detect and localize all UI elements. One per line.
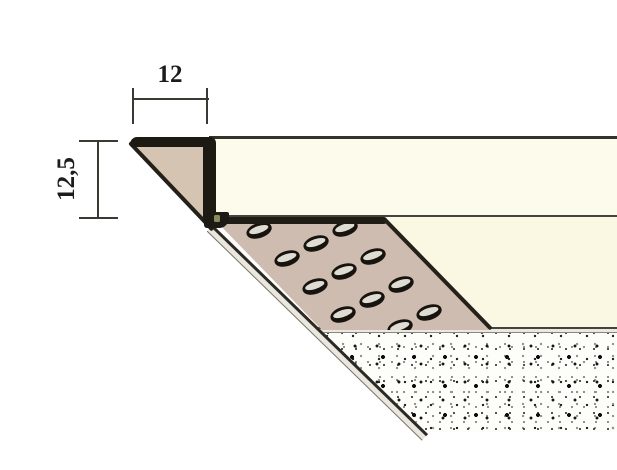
height-dimension-tick-bottom: [79, 217, 118, 219]
perforation-highlight: [248, 222, 269, 236]
width-dimension-label: 12: [157, 61, 183, 88]
board-divider-line: [212, 215, 617, 218]
lower-board-bottom-gap: [318, 329, 617, 332]
perforation-hole: [357, 288, 387, 310]
perforation-hole: [358, 245, 388, 267]
flange-top-edge: [211, 217, 387, 224]
perforation-hole: [272, 247, 302, 269]
height-dimension-line: [96, 140, 99, 219]
perforation-highlight: [390, 276, 411, 290]
width-dimension-tick-left: [132, 88, 134, 124]
perforation-highlight: [362, 248, 383, 262]
profile-top-leg: [130, 137, 215, 147]
width-dimension-tick-right: [206, 88, 208, 124]
height-dimension-label: 12,5: [53, 157, 80, 201]
perforation-highlight: [333, 263, 354, 277]
profile-vertical-leg: [203, 137, 216, 222]
perforation-hole: [301, 232, 331, 254]
perforation-highlight: [332, 306, 353, 320]
perforation-highlight: [276, 250, 297, 264]
perforation-hole: [300, 275, 330, 297]
perforation-hole: [329, 260, 359, 282]
height-dimension-tick-top: [79, 139, 118, 142]
upper-plasterboard: [209, 139, 617, 215]
profile-foot-notch: [213, 215, 220, 222]
perforation-hole: [328, 303, 358, 325]
perforation-hole: [386, 273, 416, 295]
upper-board-top-edge: [209, 136, 617, 139]
plaster-top-edge: [320, 332, 617, 334]
perforation-hole: [414, 301, 444, 323]
width-dimension-line: [133, 97, 209, 100]
perforation-highlight: [361, 291, 382, 305]
perforation-highlight: [305, 235, 326, 249]
perforation-highlight: [304, 278, 325, 292]
perforation-highlight: [418, 304, 439, 318]
